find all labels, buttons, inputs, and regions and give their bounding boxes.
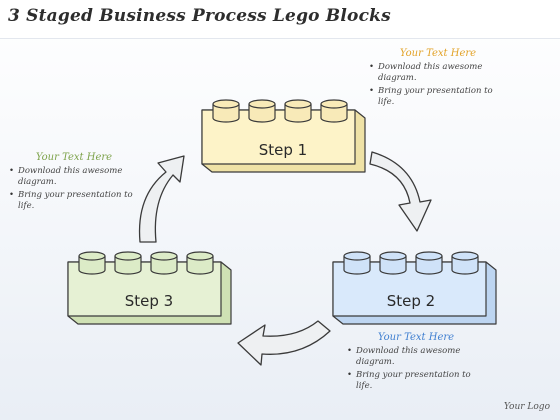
note-bullet: Download this awesome diagram. — [369, 62, 508, 83]
text-note-left: Your Text Here Download this awesome dia… — [8, 152, 140, 214]
text-note-bottom: Your Text Here Download this awesome dia… — [346, 332, 486, 394]
note-bullets: Download this awesome diagram. Bring you… — [8, 166, 140, 211]
stud-icon — [451, 251, 479, 275]
page-title: 3 Staged Business Process Lego Blocks — [8, 6, 391, 26]
stud-icon — [284, 99, 312, 123]
block-3-studs — [78, 251, 214, 275]
stud-icon — [78, 251, 106, 275]
arrow-step2-to-step3 — [237, 320, 331, 366]
stud-icon — [320, 99, 348, 123]
note-heading: Your Text Here — [377, 332, 455, 343]
note-heading: Your Text Here — [35, 152, 113, 163]
step-1-label: Step 1 — [259, 141, 307, 159]
note-bullet: Download this awesome diagram. — [9, 166, 140, 187]
lego-block-step-1: Step 1 — [201, 99, 366, 173]
stud-icon — [248, 99, 276, 123]
title-bar: 3 Staged Business Process Lego Blocks — [0, 0, 560, 39]
note-bullet: Download this awesome diagram. — [347, 346, 486, 367]
lego-block-step-3: Step 3 — [67, 251, 232, 325]
note-bullet: Bring your presentation to life. — [369, 86, 508, 107]
arrow-step1-to-step2 — [369, 151, 432, 232]
logo-placeholder: Your Logo — [503, 402, 550, 412]
step-3-label: Step 3 — [125, 292, 173, 310]
note-bullet: Bring your presentation to life. — [9, 190, 140, 211]
stud-icon — [379, 251, 407, 275]
stud-icon — [415, 251, 443, 275]
note-bullet: Bring your presentation to life. — [347, 370, 486, 391]
block-1-studs — [212, 99, 348, 123]
note-bullets: Download this awesome diagram. Bring you… — [346, 346, 486, 391]
stud-icon — [186, 251, 214, 275]
block-2-studs — [343, 251, 479, 275]
stud-icon — [212, 99, 240, 123]
lego-block-step-2: Step 2 — [332, 251, 497, 325]
arrow-step3-to-step1 — [138, 155, 185, 243]
stud-icon — [343, 251, 371, 275]
note-bullets: Download this awesome diagram. Bring you… — [368, 62, 508, 107]
stud-icon — [150, 251, 178, 275]
step-2-label: Step 2 — [387, 292, 435, 310]
text-note-top: Your Text Here Download this awesome dia… — [368, 48, 508, 110]
note-heading: Your Text Here — [399, 48, 477, 59]
stud-icon — [114, 251, 142, 275]
